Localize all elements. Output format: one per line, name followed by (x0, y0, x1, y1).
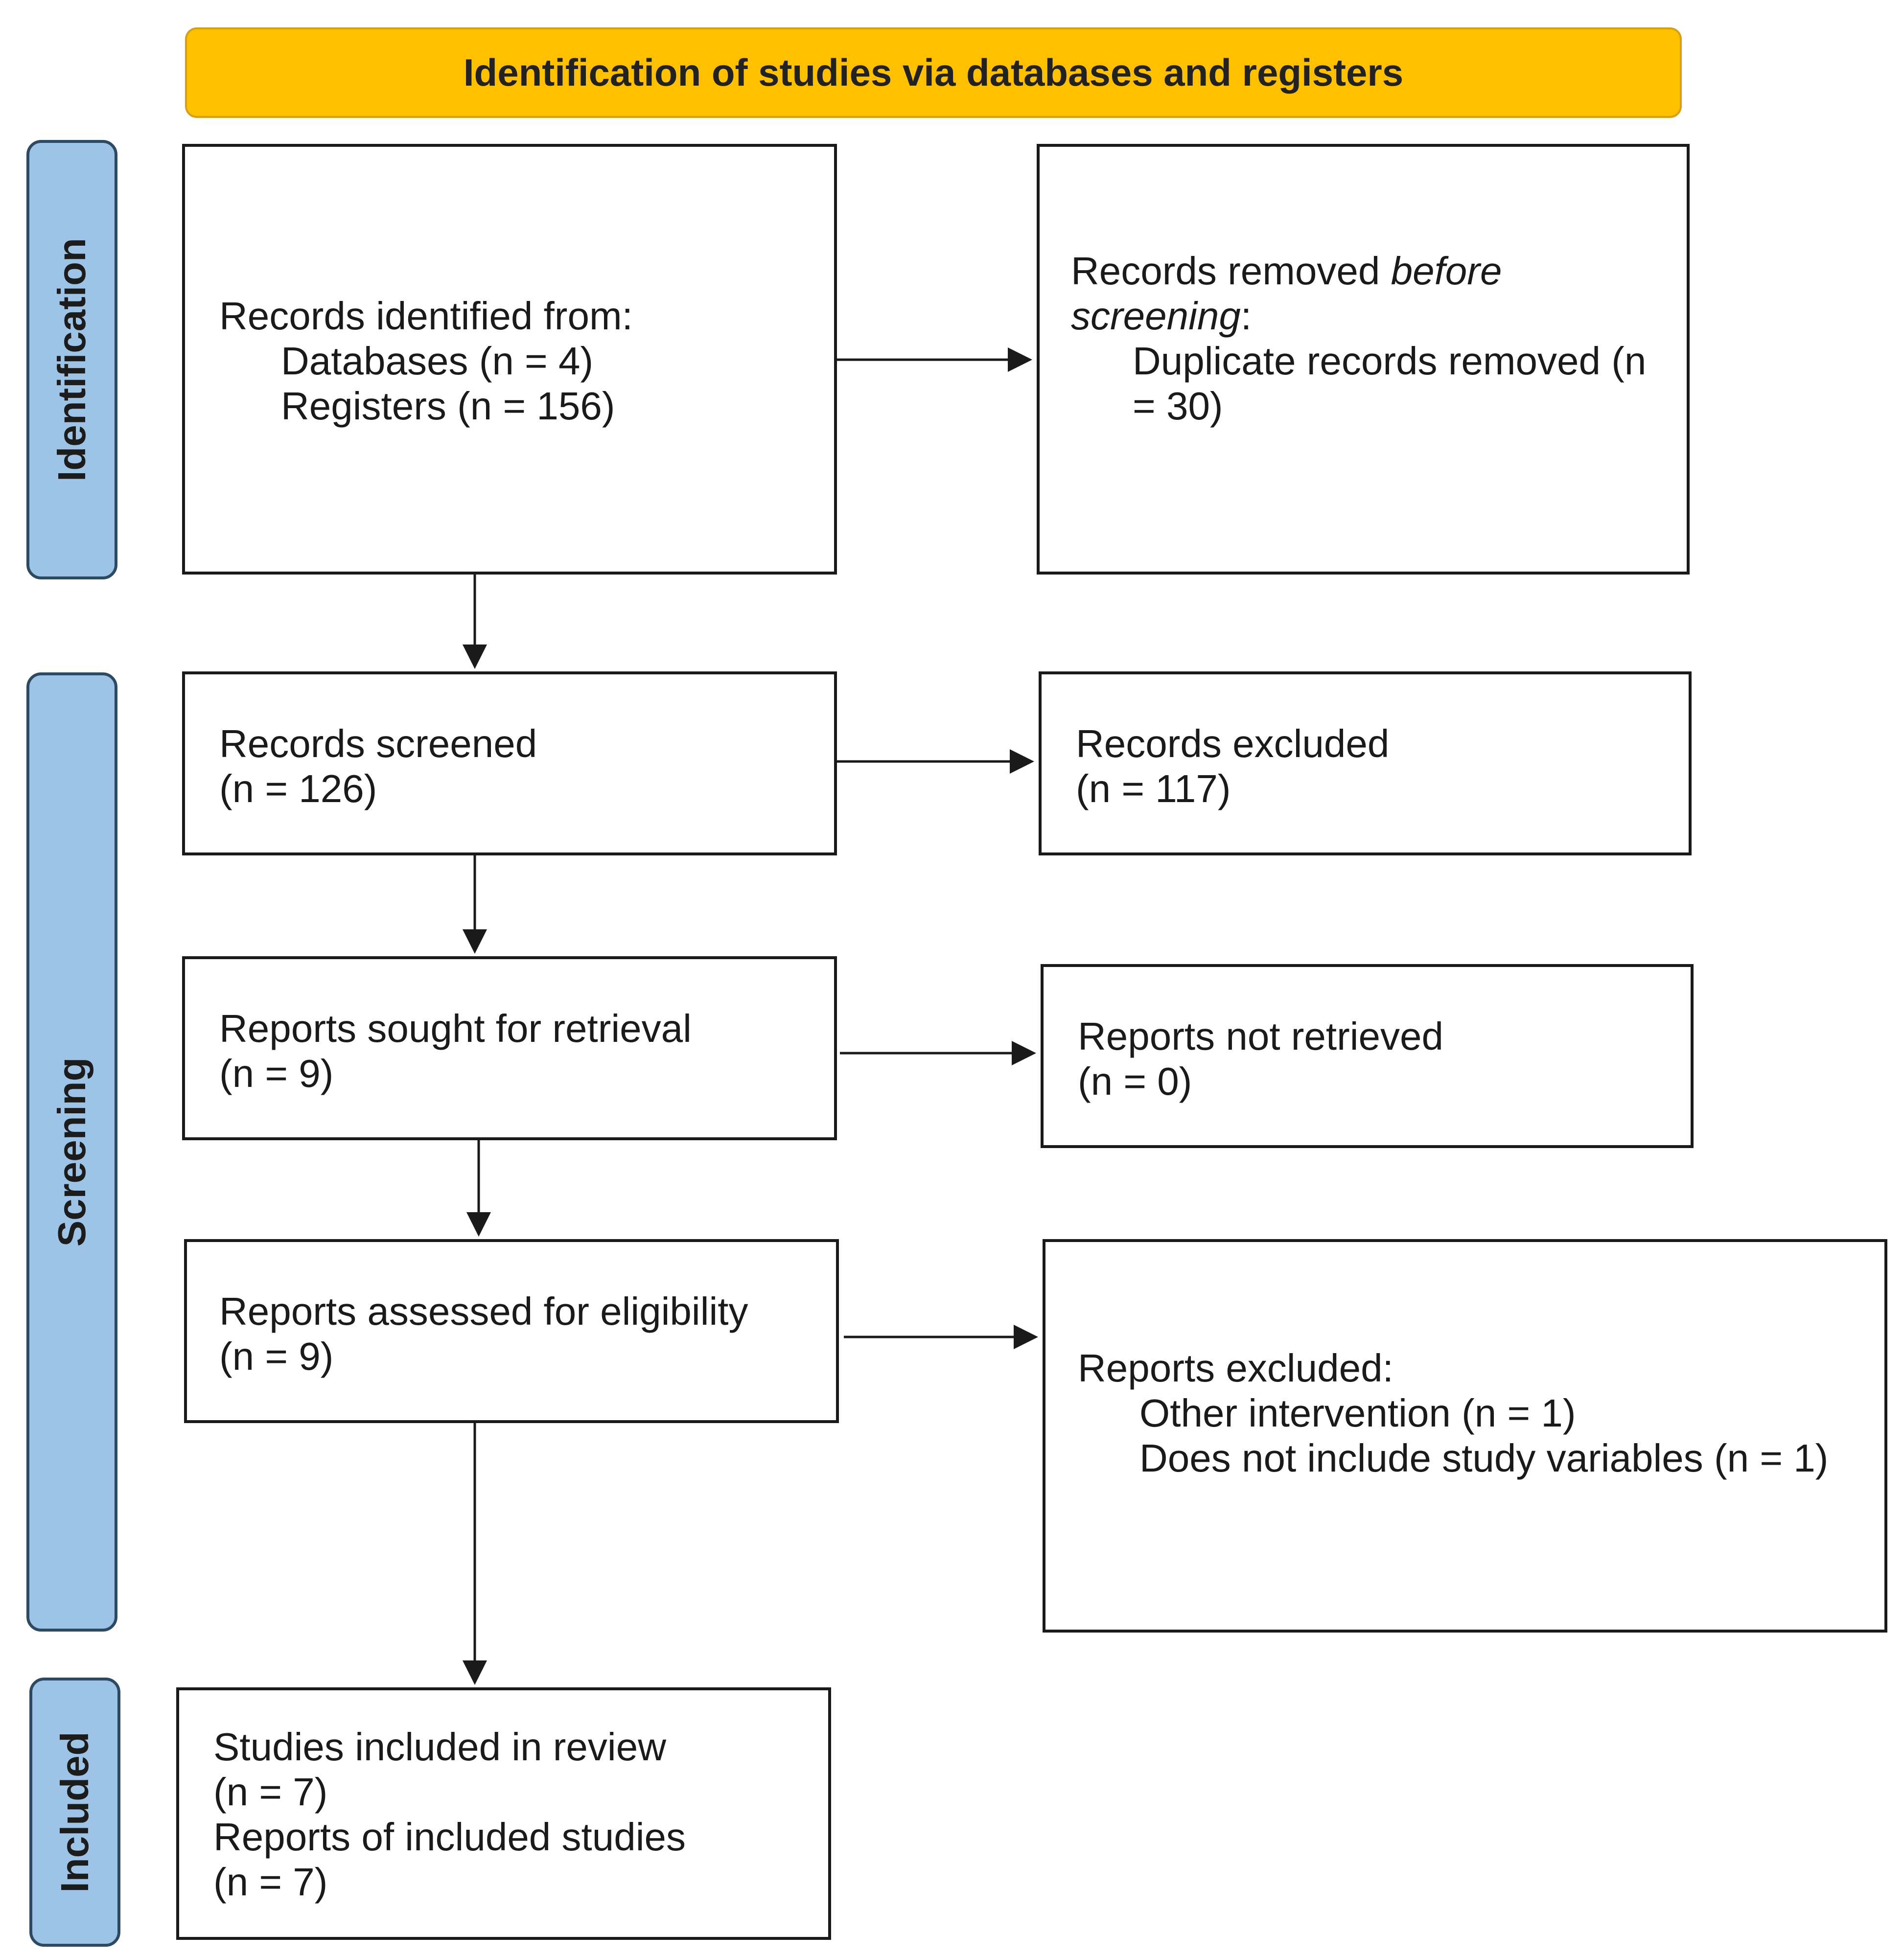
records-screened-label: Records screened (219, 722, 537, 765)
records-excluded-count: (n = 117) (1076, 767, 1231, 810)
records-excluded-box: Records excluded (n = 117) (1039, 671, 1692, 855)
records-screened-count: (n = 126) (219, 767, 377, 810)
records-removed-heading: Records removed before (1071, 249, 1502, 294)
records-excluded-label: Records excluded (1076, 722, 1390, 765)
phase-identification: Identification (26, 140, 117, 579)
reports-not-retrieved-label: Reports not retrieved (1078, 1014, 1444, 1058)
records-removed-line1: Duplicate records removed (n (1133, 339, 1647, 383)
records-identified-box: Records identified from: Databases (n = … (182, 144, 837, 575)
records-removed-heading-prefix: Records removed (1071, 249, 1391, 293)
reports-assessed-label: Reports assessed for eligibility (219, 1289, 748, 1333)
records-screened-box: Records screened (n = 126) (182, 671, 837, 855)
studies-included-label: Studies included in review (213, 1725, 666, 1769)
reports-assessed-box: Reports assessed for eligibility (n = 9) (184, 1239, 839, 1423)
reports-not-retrieved-box: Reports not retrieved (n = 0) (1041, 964, 1694, 1148)
header-title: Identification of studies via databases … (463, 51, 1404, 94)
records-removed-heading-italic: before (1391, 249, 1502, 293)
phase-identification-label: Identification (50, 238, 93, 482)
records-identified-databases: Databases (n = 4) (281, 339, 594, 383)
reports-not-retrieved-count: (n = 0) (1078, 1059, 1192, 1103)
reports-sought-box: Reports sought for retrieval (n = 9) (182, 956, 837, 1140)
phase-screening-label: Screening (50, 1057, 93, 1247)
phase-included: Included (29, 1678, 120, 1947)
records-removed-line2: = 30) (1133, 384, 1223, 428)
reports-excluded-box: Reports excluded: Other intervention (n … (1043, 1239, 1887, 1633)
records-identified-heading: Records identified from: (219, 294, 633, 338)
reports-included-label: Reports of included studies (213, 1815, 686, 1859)
studies-included-count: (n = 7) (213, 1770, 328, 1814)
phase-included-label: Included (53, 1731, 96, 1893)
reports-excluded-reason-1: Other intervention (n = 1) (1139, 1391, 1576, 1435)
header-banner: Identification of studies via databases … (185, 27, 1682, 118)
records-removed-heading-italic2: screening (1071, 294, 1241, 338)
reports-sought-count: (n = 9) (219, 1052, 334, 1095)
records-removed-heading-line2: screening: (1071, 294, 1252, 339)
reports-included-count: (n = 7) (213, 1860, 328, 1904)
reports-excluded-reason-2: Does not include study variables (n = 1) (1139, 1436, 1829, 1480)
records-removed-box: Records removed before screening: Duplic… (1037, 144, 1690, 575)
records-removed-heading-suffix: : (1240, 294, 1252, 338)
reports-sought-label: Reports sought for retrieval (219, 1007, 692, 1050)
reports-assessed-count: (n = 9) (219, 1335, 334, 1378)
records-identified-registers: Registers (n = 156) (281, 384, 615, 428)
studies-included-box: Studies included in review (n = 7) Repor… (176, 1687, 831, 1940)
reports-excluded-heading: Reports excluded: (1078, 1346, 1393, 1390)
phase-screening: Screening (26, 672, 117, 1632)
